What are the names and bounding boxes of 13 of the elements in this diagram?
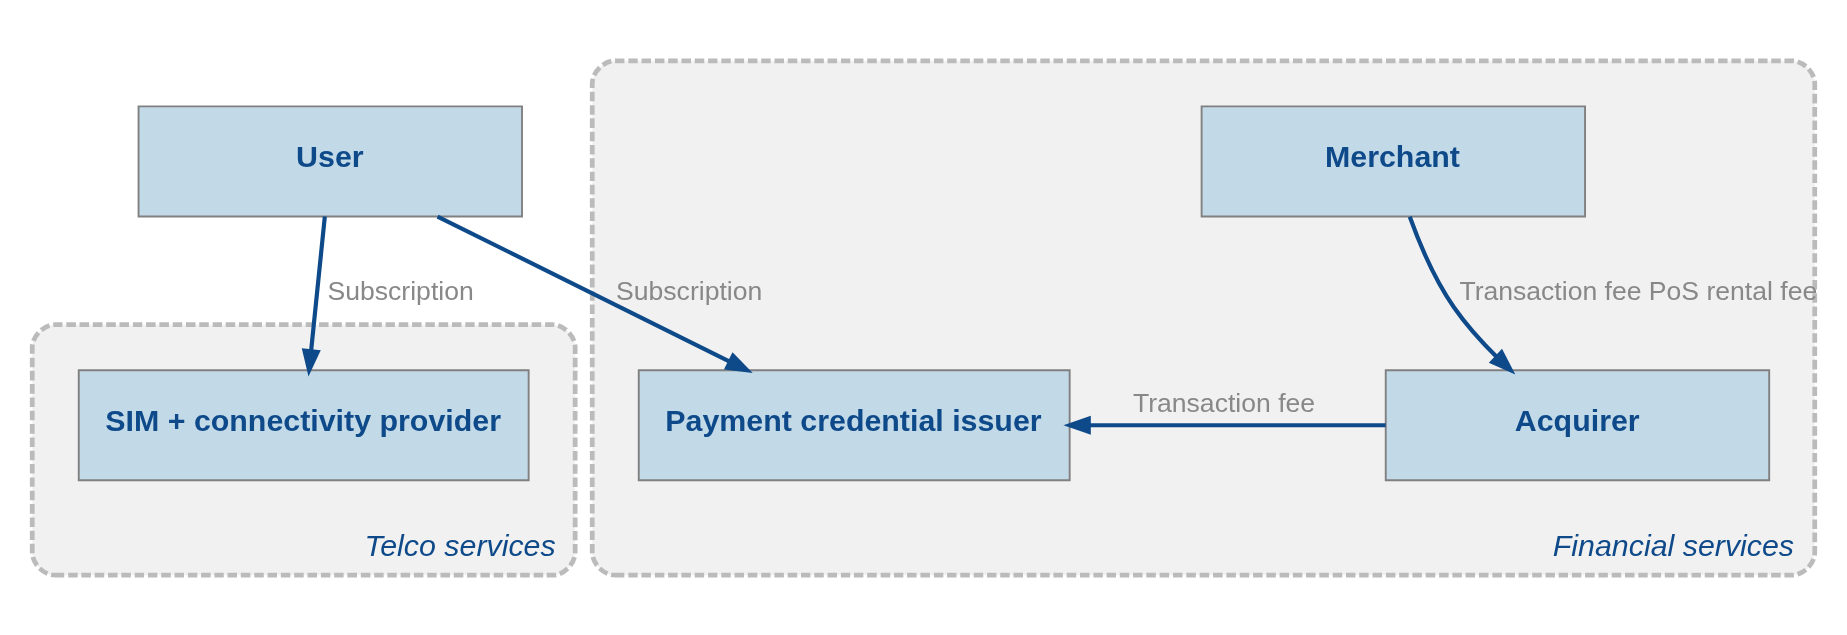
edge-label: Subscription bbox=[327, 275, 474, 306]
node-box: Acquirer bbox=[1384, 368, 1771, 481]
arrow bbox=[301, 215, 327, 376]
edge-label: Transaction fee bbox=[1132, 387, 1316, 418]
node-box: Merchant bbox=[1200, 104, 1586, 217]
node-box: SIM + connectivity provider bbox=[77, 368, 530, 481]
edge-label: Subscription bbox=[616, 275, 763, 306]
arrow bbox=[1407, 215, 1516, 374]
arrow bbox=[1063, 415, 1386, 435]
edge-label: Transaction fee PoS rental fee bbox=[1459, 275, 1818, 306]
node-box: Payment credential issuer bbox=[637, 368, 1071, 481]
arrow bbox=[436, 214, 753, 373]
node-box: User bbox=[137, 104, 523, 217]
